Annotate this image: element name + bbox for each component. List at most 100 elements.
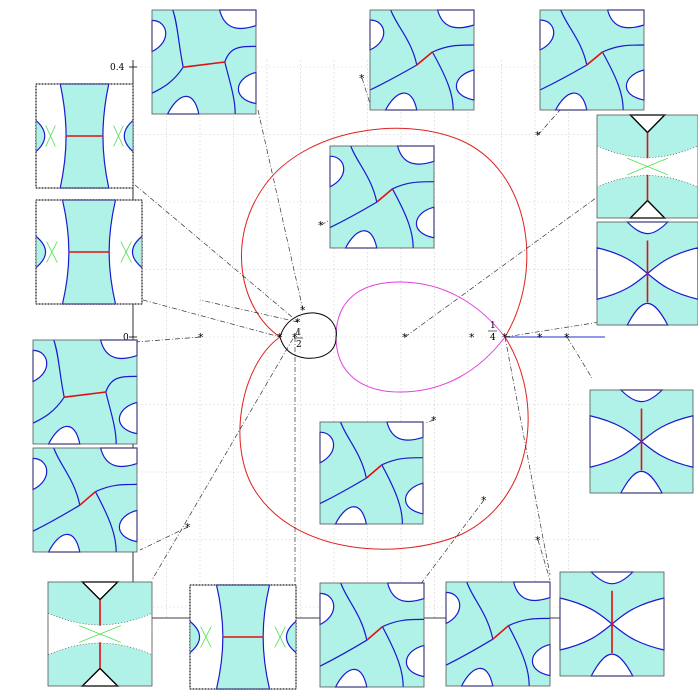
- star-marker: *: [295, 316, 301, 329]
- blue-edge: [601, 51, 624, 111]
- left-region: [35, 235, 47, 269]
- blue-edge: [539, 64, 588, 91]
- panel-frame: [539, 9, 645, 111]
- leader-line: [134, 184, 299, 323]
- leader-line: [566, 336, 593, 379]
- leader-line: [139, 526, 189, 551]
- blue-edge: [382, 618, 425, 628]
- critical-edge: [376, 188, 393, 203]
- star-marker: *: [402, 331, 408, 344]
- blue-edge: [151, 66, 184, 94]
- right-region: [285, 620, 297, 654]
- leader-lines: [134, 77, 601, 586]
- left-region: [189, 620, 201, 654]
- star-marker: *: [564, 331, 570, 344]
- graph-panel: [596, 114, 698, 219]
- left-region: [35, 119, 46, 153]
- blue-edge: [445, 638, 494, 666]
- blue-edge: [390, 9, 418, 66]
- panel-frame: [32, 339, 138, 445]
- critical-edge: [492, 625, 509, 640]
- panel-frame: [35, 83, 134, 189]
- leader-line: [151, 329, 299, 581]
- panel-frame: [329, 145, 435, 249]
- blue-edge: [32, 396, 65, 424]
- point-labels: 1 2 1 4: [294, 321, 497, 350]
- star-marker: *: [318, 219, 324, 232]
- graph-panel: [445, 581, 551, 687]
- leader-line: [537, 109, 561, 136]
- leader-line: [424, 419, 435, 424]
- graph-panel: [47, 581, 153, 687]
- panel-frame: [319, 582, 425, 688]
- graph-panel: [32, 447, 138, 553]
- blue-edge: [381, 457, 424, 466]
- blue-edge: [602, 44, 645, 53]
- blue-edge: [507, 625, 530, 687]
- critical-edge: [416, 51, 433, 66]
- blue-edge: [432, 44, 475, 53]
- green-cross: [79, 625, 121, 643]
- quarter-numerator: 1: [490, 321, 496, 331]
- panel-frame: [369, 9, 475, 111]
- blue-edge: [319, 639, 368, 667]
- panel-frame: [32, 447, 138, 553]
- star-marker: *: [537, 331, 543, 344]
- leader-line: [404, 194, 601, 338]
- star-marker: *: [292, 331, 298, 344]
- graph-panel: [35, 83, 134, 189]
- graph-panel: [559, 571, 665, 677]
- star-marker: *: [431, 414, 437, 427]
- green-cross: [46, 241, 132, 263]
- critical-edge: [64, 391, 106, 398]
- panel-frame: [445, 581, 551, 687]
- blue-edge: [369, 64, 418, 91]
- panel-frame: [559, 571, 665, 677]
- blue-edge: [508, 617, 551, 627]
- blue-edge: [53, 339, 65, 398]
- blue-edge: [224, 45, 257, 63]
- blue-edge: [95, 483, 138, 493]
- green-cross: [200, 626, 286, 648]
- right-region: [131, 235, 143, 269]
- critical-edge: [366, 626, 383, 641]
- graph-panel: [329, 145, 435, 249]
- critical-edge: [365, 464, 383, 479]
- star-marker: *: [185, 521, 191, 534]
- blue-edge: [466, 581, 494, 640]
- quarter-denominator: 4: [490, 333, 496, 343]
- star-marker: *: [502, 331, 508, 344]
- blue-edge: [431, 51, 454, 111]
- black-curve: [279, 312, 337, 359]
- leader-line: [504, 321, 601, 338]
- blue-edge: [340, 421, 367, 479]
- panel-frame: [596, 114, 698, 219]
- graph-panel: [35, 199, 143, 305]
- half-numerator: 1: [296, 328, 302, 338]
- blue-edge: [105, 375, 138, 393]
- critical-edge: [586, 51, 603, 66]
- graph-panels: [32, 9, 698, 690]
- half-denominator: 2: [296, 340, 302, 350]
- graph-panel: [596, 221, 698, 326]
- leader-line: [199, 299, 299, 323]
- y-tick-label-04: 0.4: [110, 63, 125, 73]
- blue-edge: [32, 504, 81, 532]
- panel-frame: [189, 584, 297, 690]
- y-tick-label-0: 0: [123, 333, 129, 343]
- leader-line: [504, 336, 551, 576]
- blue-edge: [392, 181, 435, 190]
- leader-line: [537, 539, 551, 581]
- panel-frame: [319, 421, 424, 525]
- star-marker: *: [359, 72, 365, 85]
- axes: 0.4 0: [110, 60, 600, 620]
- blue-edge: [391, 188, 414, 249]
- leader-line: [134, 336, 202, 343]
- blue-edge: [350, 145, 378, 203]
- green-cross: [627, 157, 668, 176]
- blue-edge: [53, 447, 81, 506]
- graph-panel: [32, 339, 138, 445]
- sample-markers: *****************: [185, 72, 570, 547]
- green-cross: [45, 125, 124, 147]
